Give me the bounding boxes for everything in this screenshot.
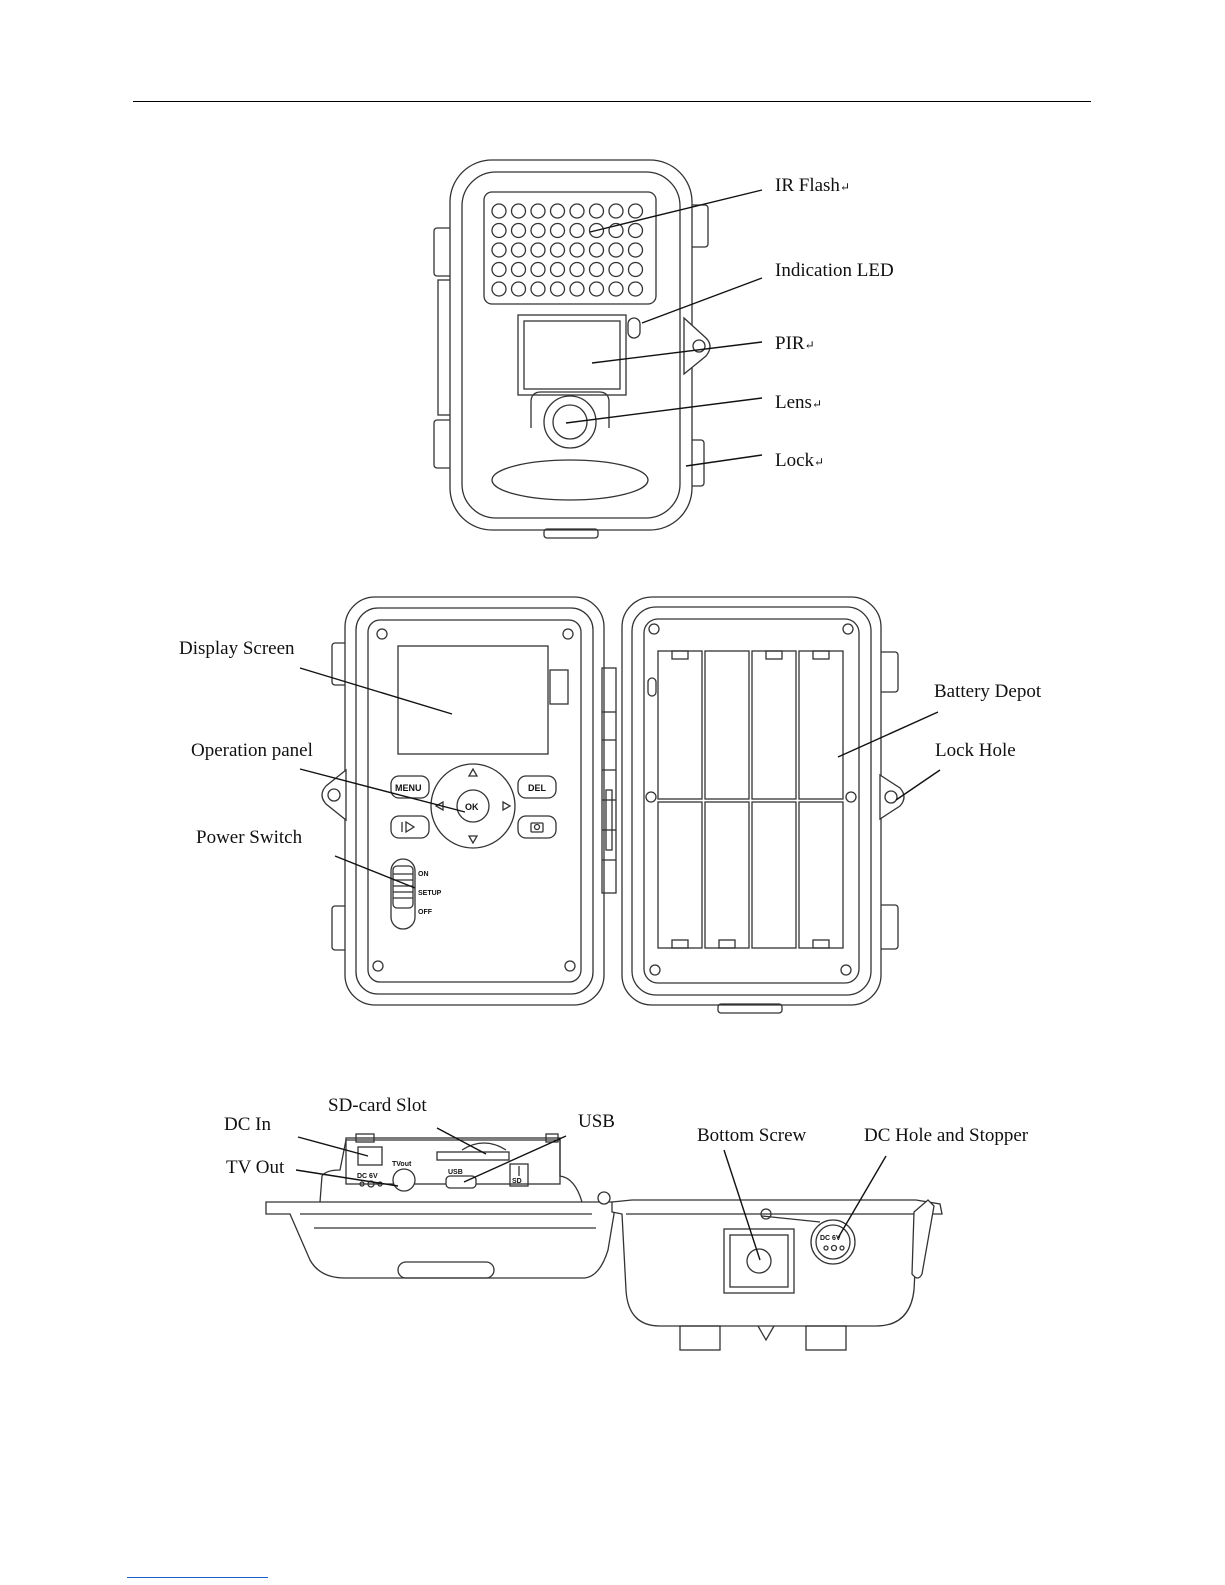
label-indication-led: Indication LED [775,260,894,281]
open-view-figure: MENU DEL OK ON SETUP OFF [179,597,1042,1013]
label-ir-flash: IR Flash↵ [775,175,850,196]
dc-6v-bottom-mark: DC 6V [820,1235,841,1242]
playback-button[interactable] [391,816,429,838]
dc-in-port [358,1147,382,1165]
tv-out-port [393,1169,415,1191]
label-usb: USB [578,1111,615,1132]
label-lens: Lens↵ [775,392,822,413]
label-dc-hole-and-stopper: DC Hole and Stopper [864,1125,1029,1146]
front-view-figure: IR Flash↵ Indication LED PIR↵ Lens↵ Lock… [434,160,894,538]
power-switch[interactable] [391,859,415,929]
display-screen [398,646,548,754]
pir-window [518,315,626,395]
switch-on-label: ON [418,871,429,878]
bottom-screw [747,1249,771,1273]
switch-setup-label: SETUP [418,890,442,897]
dc-hole-stopper [811,1220,855,1264]
sd-card-slot [437,1152,509,1160]
label-sd-card-slot: SD-card Slot [328,1095,427,1116]
camera-button[interactable] [518,816,556,838]
usb-port [446,1176,476,1188]
sd-mark: SD [512,1178,522,1185]
label-lock: Lock↵ [775,450,824,471]
ok-button-label: OK [465,802,479,812]
usb-mark: USB [448,1169,463,1176]
label-battery-depot: Battery Depot [934,681,1042,702]
label-pir: PIR↵ [775,333,815,354]
footer-link-rule [127,1577,268,1578]
bottom-view-figure: DC 6V TVout USB SD [224,1095,1029,1350]
label-display-screen: Display Screen [179,638,295,659]
tvout-mark: TVout [392,1161,412,1168]
switch-off-label: OFF [418,909,433,916]
label-dc-in: DC In [224,1114,271,1135]
label-operation-panel: Operation panel [191,740,313,761]
label-bottom-screw: Bottom Screw [697,1125,807,1146]
menu-button-label: MENU [395,783,422,793]
label-lock-hole: Lock Hole [935,740,1016,761]
del-button-label: DEL [528,783,547,793]
dc-6v-mark: DC 6V [357,1173,378,1180]
label-tv-out: TV Out [226,1157,285,1178]
label-power-switch: Power Switch [196,827,303,848]
